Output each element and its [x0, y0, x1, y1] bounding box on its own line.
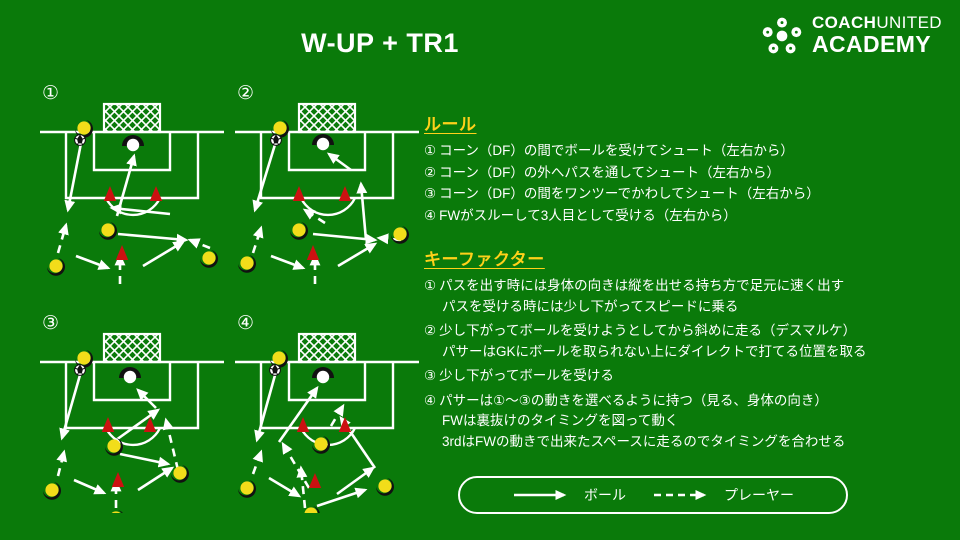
key-factor-text: パサーは①～③の動きを選べるように持つ（見る、身体の向き） [439, 392, 828, 408]
legend: ボール プレーヤー [458, 476, 848, 514]
solid-arrow-icon [514, 489, 567, 501]
key-factor-number: ② [424, 323, 437, 339]
key-factor-number: ③ [424, 368, 437, 384]
key-factors-heading: キーファクター [424, 250, 545, 270]
rule-text: コーン（DF）の間でボールを受けてシュート（左右から） [439, 143, 794, 158]
key-factor-subtext: パスを受ける時には少し下がってスピードに乗る [442, 298, 739, 314]
legend-entry-player: プレーヤー [652, 485, 794, 505]
legend-entry-ball: ボール [512, 485, 626, 505]
rule-number: ① [424, 143, 437, 158]
rule-text: コーン（DF）の外へパスを通してシュート（左右から） [439, 164, 781, 180]
legend-player-label: プレーヤー [724, 487, 794, 503]
diagram-panel-1: ① [38, 84, 228, 288]
rule-number: ④ [424, 207, 437, 223]
panel-number-1: ① [42, 83, 60, 104]
diagram-panel-4: ④ [233, 314, 423, 513]
key-factor-subtext: パサーはGKにボールを取られない上にダイレクトで打てる位置を取る [442, 343, 867, 359]
key-factor-text: パスを出す時には身体の向きは縦を出せる持ち方で足元に速く出す [439, 278, 845, 294]
panel-number-2: ② [237, 83, 255, 104]
key-factor-number: ① [424, 278, 437, 294]
key-factor-subtext: 3rdはFWの動きで出来たスペースに走るのでタイミングを合わせる [442, 433, 846, 449]
panel-number-3: ③ [42, 313, 60, 334]
logo-line1-bold: COACH [811, 13, 877, 32]
logo-line1-light: UNITED [876, 13, 942, 32]
rules-heading: ルール [424, 115, 477, 134]
key-factor-subtext: FWは裏抜けのタイミングを図って動く [442, 413, 679, 429]
dashed-arrow-icon [654, 489, 707, 501]
rule-number: ② [424, 164, 437, 180]
key-factor-text: 少し下がってボールを受けようとしてから斜めに走る（デスマルケ） [439, 323, 857, 339]
coach-united-academy-logo-icon [762, 17, 802, 54]
diagram-panel-3: ③ [38, 314, 228, 513]
diagram-panel-2: ② [233, 84, 423, 288]
legend-ball-label: ボール [584, 487, 626, 503]
brand-logo: COACHUNITED ACADEMY [761, 14, 942, 56]
logo-line2: ACADEMY [811, 31, 932, 57]
rule-number: ③ [424, 186, 437, 202]
panel-number-4: ④ [237, 313, 255, 334]
key-factor-text: 少し下がってボールを受ける [439, 368, 614, 384]
page-title: W-UP + TR1 [301, 28, 459, 58]
rule-text: コーン（DF）の間をワンツーでかわしてシュート（左右から） [439, 186, 820, 202]
rule-text: FWがスルーして3人目として受ける（左右から） [439, 207, 737, 223]
key-factor-number: ④ [424, 392, 437, 408]
